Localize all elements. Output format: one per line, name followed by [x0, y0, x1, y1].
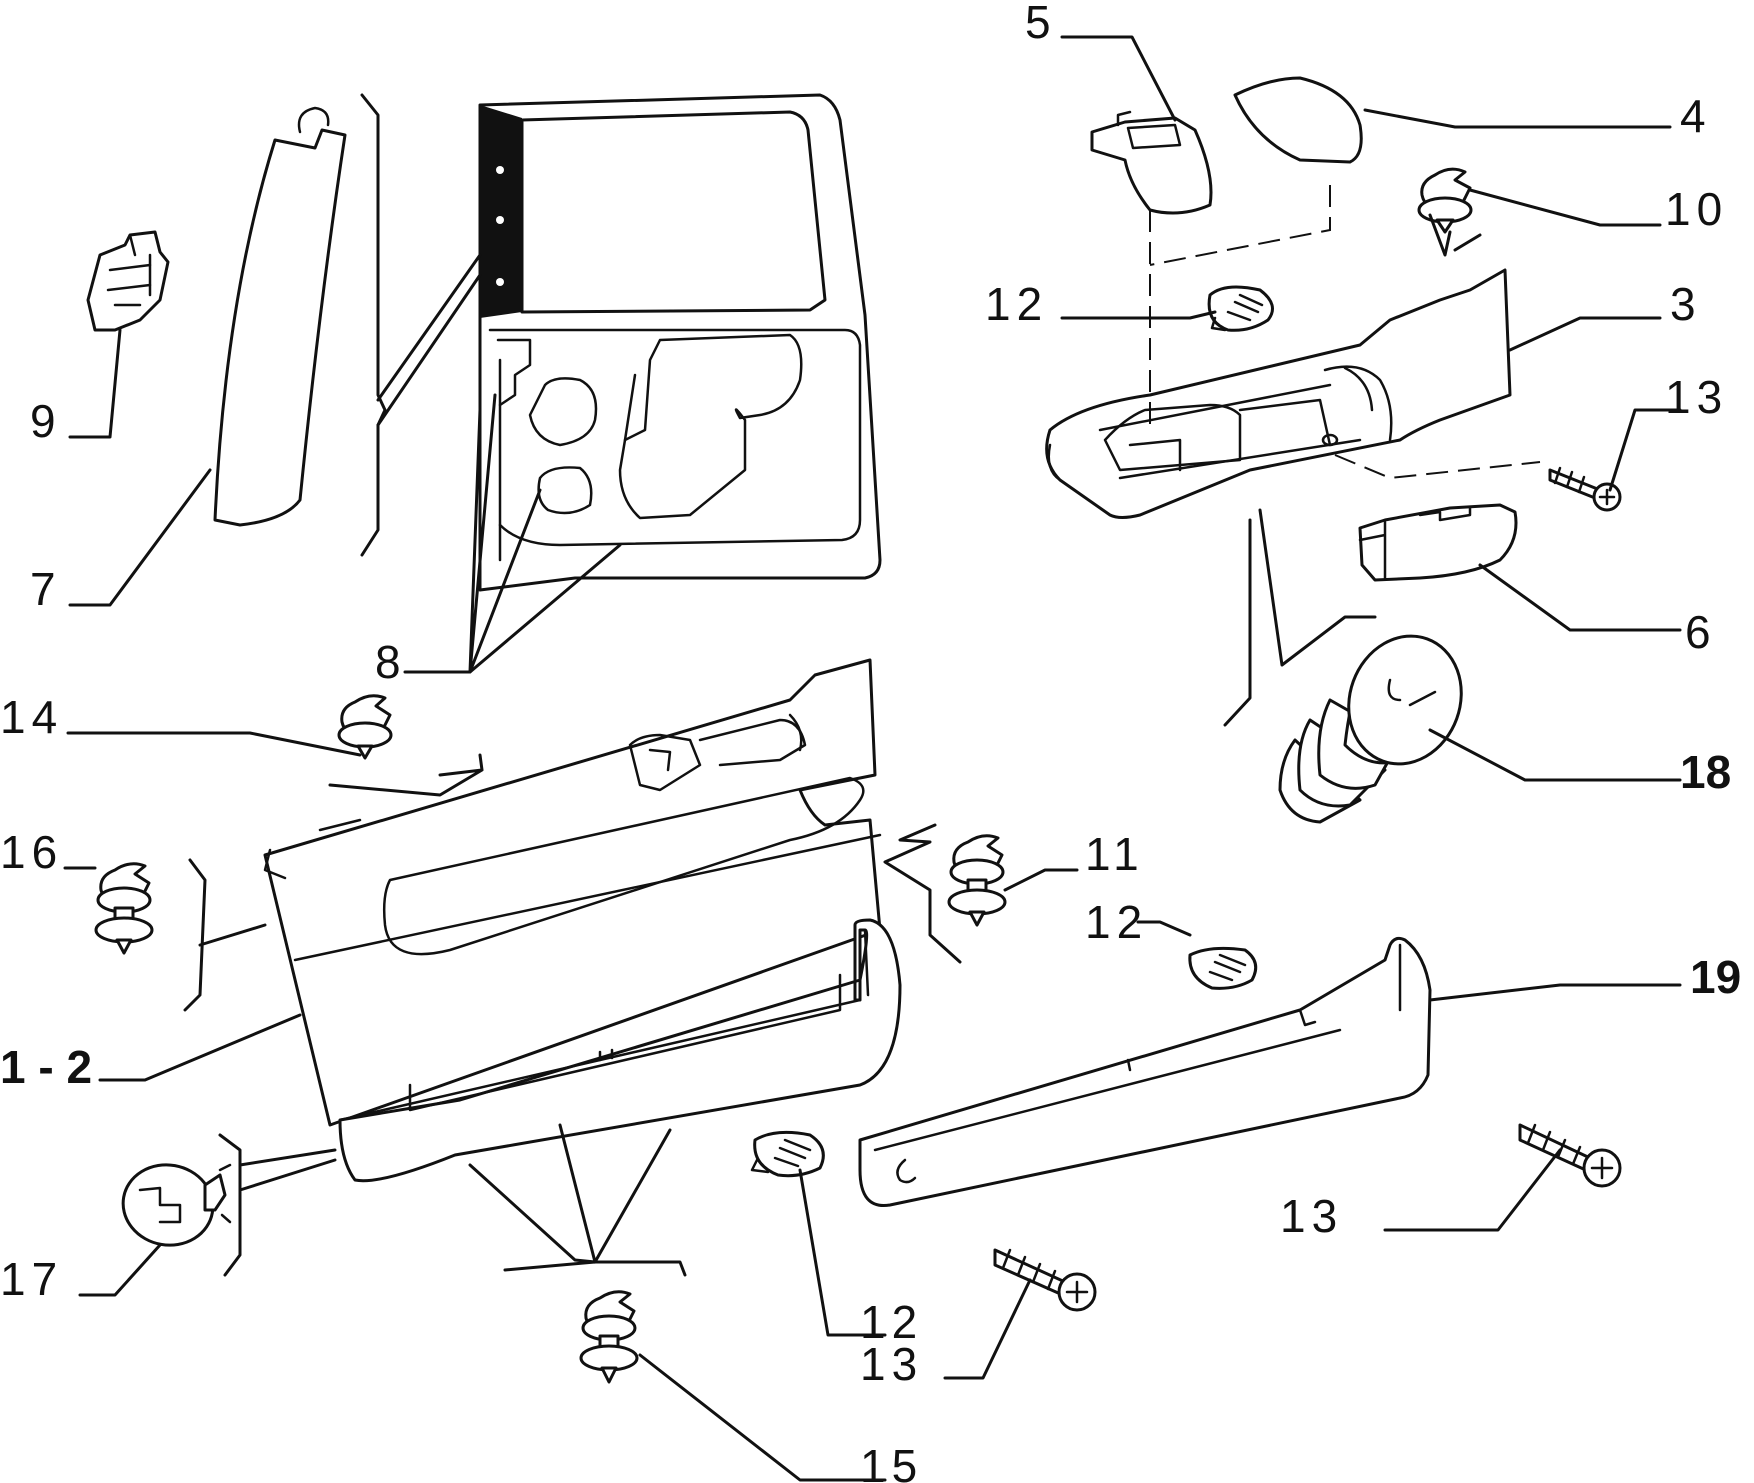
pillar-trim [213, 106, 347, 527]
door-pocket [338, 918, 902, 1183]
cover-4 [1233, 76, 1363, 164]
armrest-3 [1045, 268, 1512, 519]
label-15: 15 [860, 1440, 923, 1483]
label-11: 11 [1085, 828, 1145, 880]
lock-cylinder-18 [1278, 634, 1463, 824]
label-18: 18 [1680, 746, 1731, 798]
label-12-top: 12 [985, 278, 1048, 330]
screw-13-top [1548, 466, 1622, 512]
clip-12-right [1188, 946, 1258, 990]
label-3: 3 [1670, 278, 1702, 330]
screw-13-bottom [993, 1248, 1097, 1312]
label-7: 7 [30, 563, 62, 615]
label-16: 16 [0, 826, 63, 878]
assembly-dashed-lines [1149, 185, 1541, 480]
clip-14 [337, 694, 393, 760]
screw-13-right [1518, 1123, 1622, 1188]
leader-lines [63, 35, 1682, 1482]
label-13-top: 13 [1665, 371, 1728, 423]
label-6: 6 [1685, 606, 1717, 658]
label-8: 8 [375, 636, 407, 688]
label-17: 17 [0, 1253, 63, 1305]
label-13-bottom: 13 [860, 1338, 923, 1390]
door-pocket-19 [858, 936, 1432, 1208]
label-13-right: 13 [1280, 1190, 1343, 1242]
clip-12-top [1207, 285, 1274, 332]
clip-11 [947, 834, 1007, 927]
label-9: 9 [30, 395, 62, 447]
label-12-right: 12 [1085, 896, 1148, 948]
label-5: 5 [1025, 0, 1057, 48]
door-frame [478, 93, 882, 592]
label-4: 4 [1680, 90, 1712, 142]
label-12-bottom: 12 [860, 1296, 923, 1348]
clip-10 [1417, 167, 1473, 234]
door-panel-1-2 [263, 658, 882, 1127]
clip-12-bottom [750, 1130, 825, 1178]
clip-9 [86, 230, 170, 332]
label-10: 10 [1665, 183, 1728, 235]
label-19: 19 [1690, 951, 1741, 1003]
label-14: 14 [0, 691, 63, 743]
label-1-2: 1 - 2 [0, 1041, 92, 1093]
cover-5 [1090, 110, 1213, 215]
clip-16 [94, 862, 154, 955]
handle-6 [1358, 503, 1518, 582]
clip-17 [121, 1163, 232, 1247]
clip-15 [579, 1290, 639, 1384]
